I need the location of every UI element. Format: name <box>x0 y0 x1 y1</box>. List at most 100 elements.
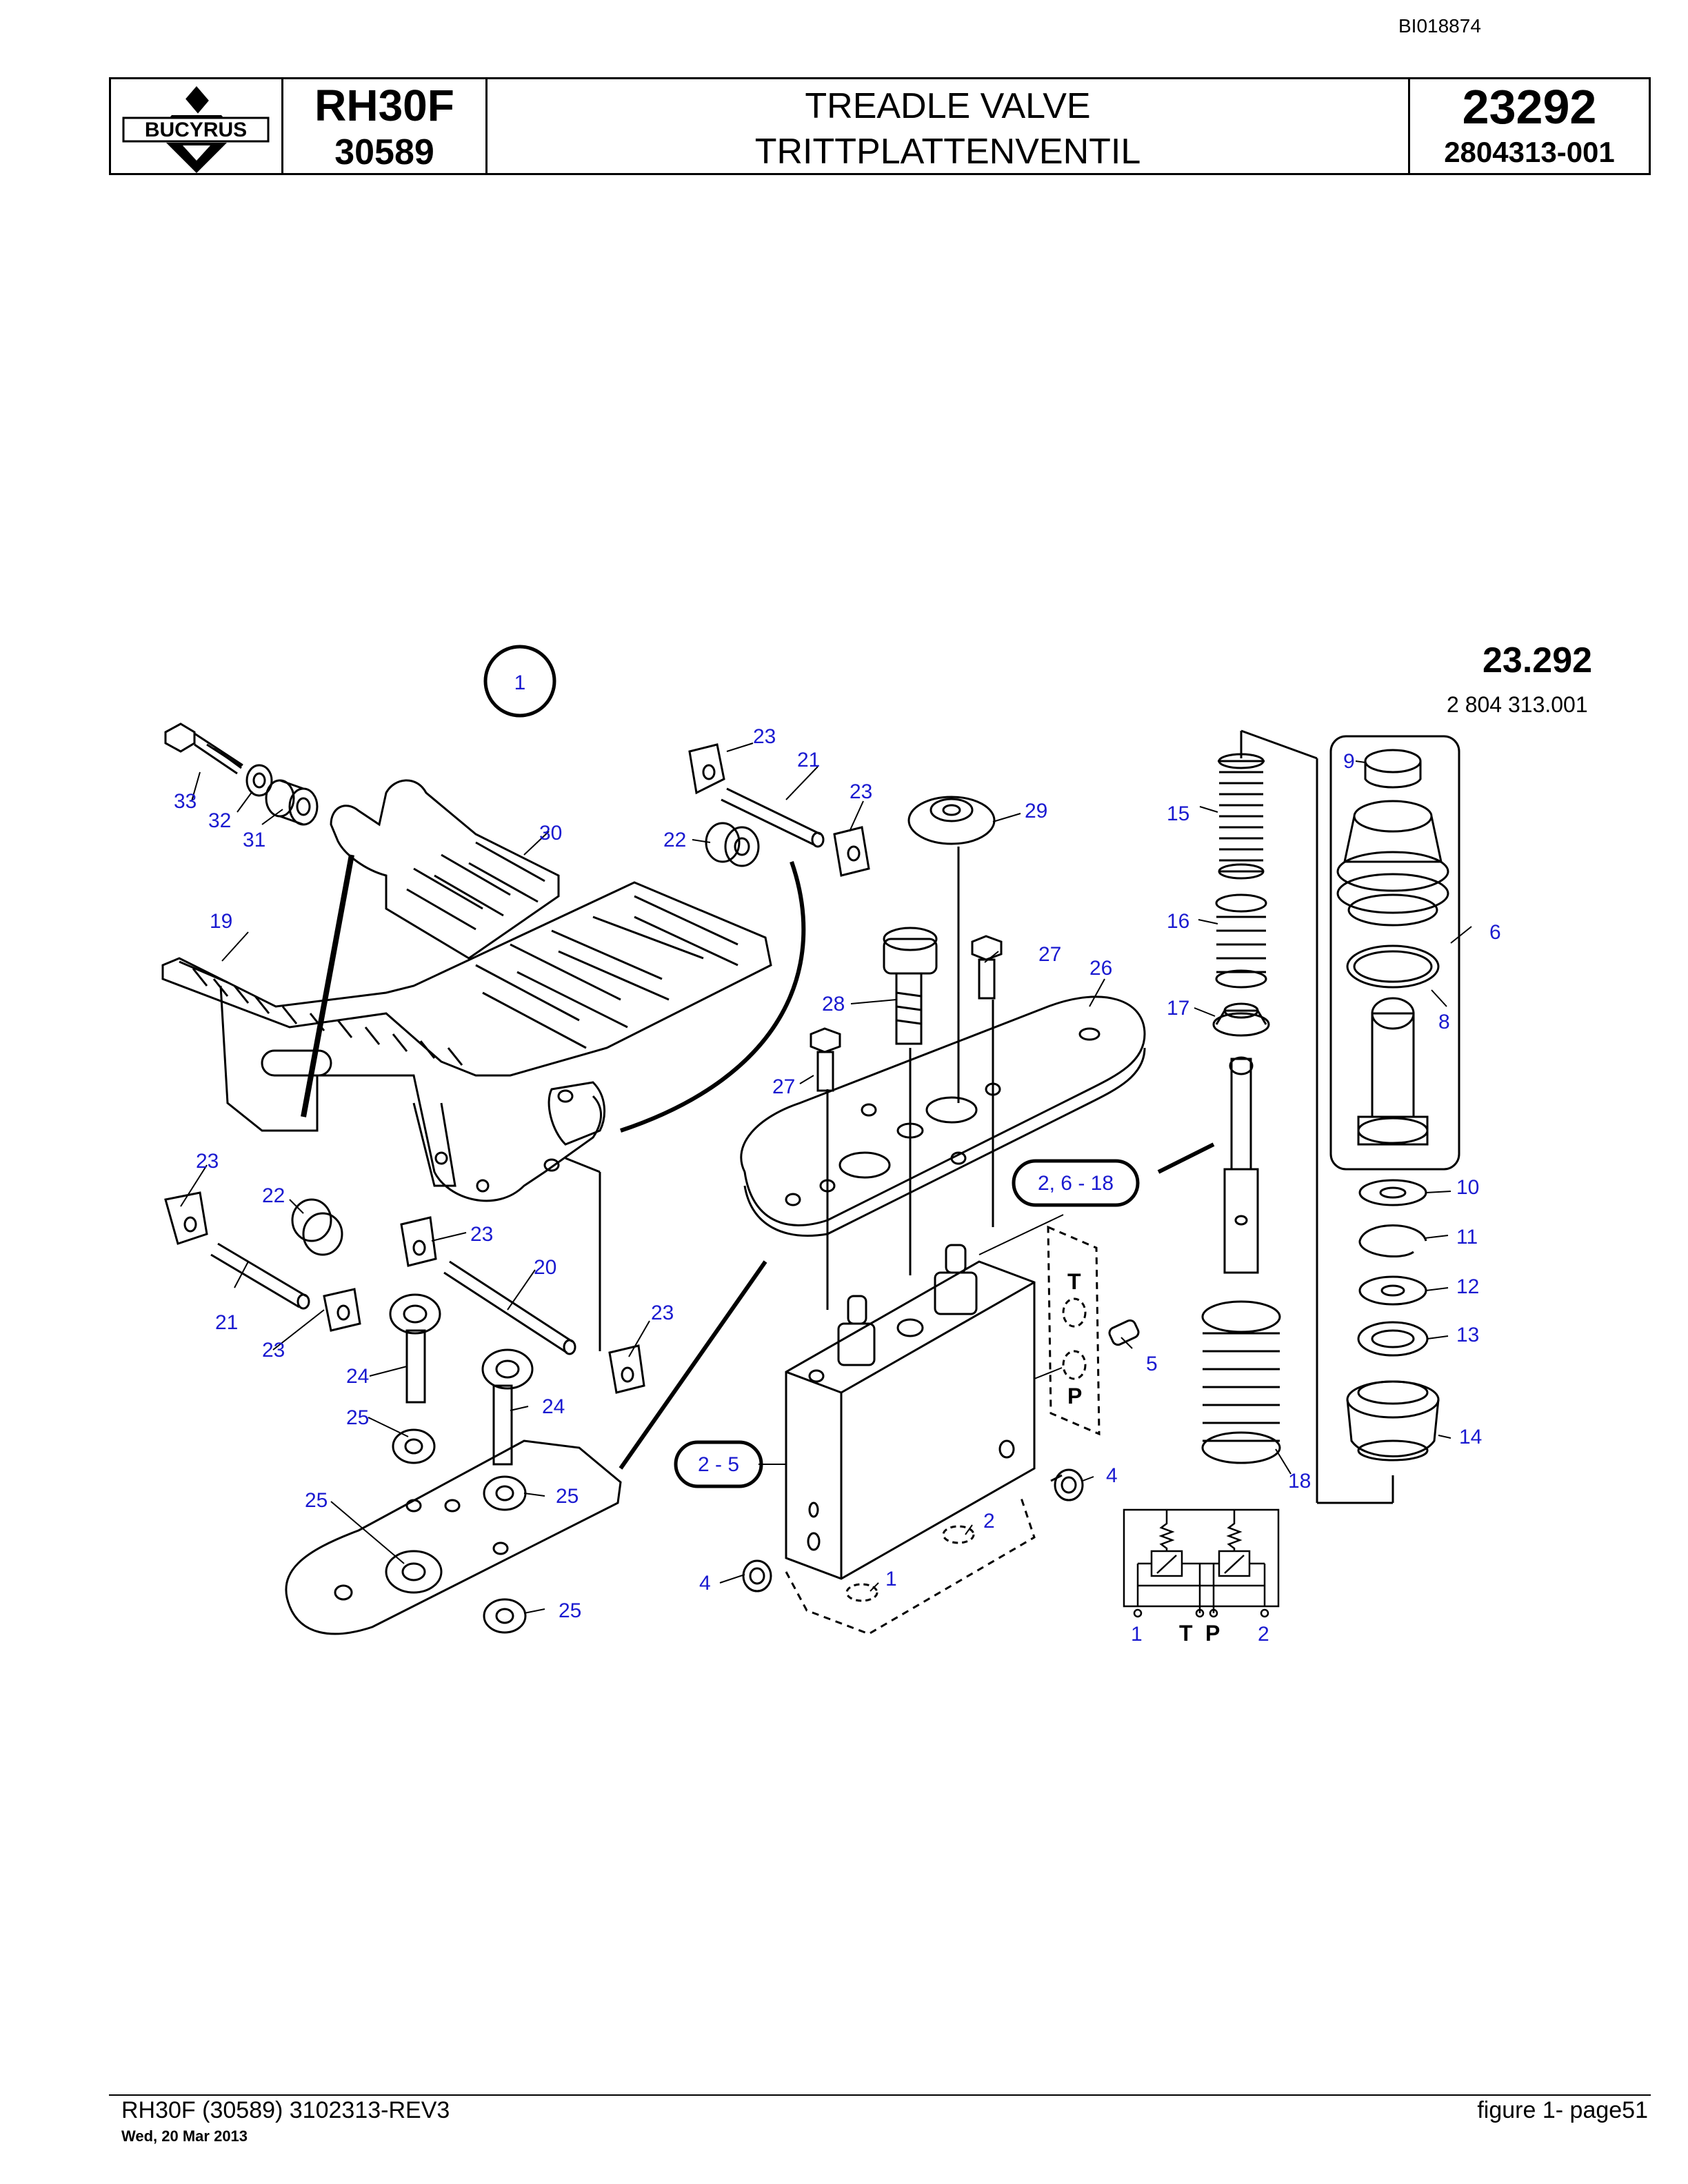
callout-29: 29 <box>1025 800 1047 822</box>
callout-17: 17 <box>1167 997 1189 1020</box>
guide-14 <box>1346 1380 1440 1462</box>
callout-23: 23 <box>196 1150 219 1173</box>
callout-2-6-18: 2, 6 - 18 <box>1038 1172 1114 1195</box>
plug-4-left <box>742 1559 772 1593</box>
figure-part-code: 2 804 313.001 <box>1447 692 1588 717</box>
piston <box>1357 997 1429 1146</box>
treadle-plate-19 <box>161 881 772 1202</box>
schematic-label-1: 1 <box>1131 1623 1143 1646</box>
logo-cell: BUCYRUS <box>111 79 283 173</box>
callout-6: 6 <box>1489 921 1501 944</box>
housing-6 <box>1336 800 1449 927</box>
callout-24: 24 <box>542 1395 565 1418</box>
part-number: 2804313-001 <box>1444 136 1615 168</box>
clip-23-c <box>400 1216 437 1267</box>
title-german: TRITTPLATTENVENTIL <box>754 132 1141 172</box>
callout-27: 27 <box>1038 943 1061 966</box>
schematic-label-t: T <box>1179 1621 1193 1646</box>
clip-23-b <box>323 1288 361 1332</box>
cover-29 <box>907 796 996 845</box>
callout-11: 11 <box>1456 1226 1478 1248</box>
callout-15: 15 <box>1167 802 1189 825</box>
callout-1: 1 <box>885 1568 897 1590</box>
callout-14: 14 <box>1459 1426 1482 1448</box>
washer-32 <box>245 764 273 797</box>
number-cell: 23292 2804313-001 <box>1410 79 1649 173</box>
view-circle <box>483 645 556 718</box>
washer-12 <box>1358 1275 1427 1306</box>
footer-date: Wed, 20 Mar 2013 <box>121 2127 248 2145</box>
seat-17 <box>1212 1002 1270 1037</box>
port-label-p: P <box>1067 1384 1082 1408</box>
spring-18 <box>1201 1300 1281 1464</box>
spring-15 <box>1218 753 1265 880</box>
callout-24: 24 <box>346 1365 369 1388</box>
callout-4: 4 <box>1106 1464 1118 1487</box>
port-label-t: T <box>1067 1269 1081 1294</box>
schematic-label-p: P <box>1205 1621 1220 1646</box>
eye-bolt-24-a <box>389 1293 441 1404</box>
figure-group-label: 23.292 <box>1483 640 1593 680</box>
pin-21-top <box>688 743 870 877</box>
callout-9: 9 <box>1343 750 1355 773</box>
model-cell: RH30F 30589 <box>283 79 488 173</box>
callout-5: 5 <box>1146 1353 1158 1375</box>
pin-21-lower <box>210 1242 310 1310</box>
callout-23: 23 <box>262 1339 285 1362</box>
view-number: 1 <box>514 671 526 694</box>
callout-25: 25 <box>559 1599 581 1622</box>
callout-23: 23 <box>651 1302 674 1324</box>
callout-2-5: 2 - 5 <box>698 1453 739 1476</box>
callout-32: 32 <box>208 809 231 832</box>
callout-2: 2 <box>983 1510 995 1533</box>
boxed-callout-2-6-18 <box>1012 1159 1140 1207</box>
callout-21: 21 <box>215 1311 238 1334</box>
valve-block <box>785 1244 1036 1580</box>
callout-10: 10 <box>1456 1176 1479 1199</box>
callout-21: 21 <box>797 749 820 771</box>
callout-25: 25 <box>556 1485 579 1508</box>
callout-23: 23 <box>850 780 872 803</box>
bucyrus-logo: BUCYRUS <box>122 86 270 173</box>
clip-23-a <box>164 1191 208 1245</box>
base-plate <box>285 1439 622 1635</box>
nut-25-c <box>483 1598 527 1634</box>
callout-8: 8 <box>1438 1011 1450 1033</box>
callout-23: 23 <box>753 725 776 748</box>
footer-document-ref: RH30F (30589) 3102313-REV3 <box>121 2097 450 2123</box>
title-english: TREADLE VALVE <box>805 86 1091 126</box>
schematic-label-2: 2 <box>1258 1623 1269 1646</box>
callout-4: 4 <box>699 1572 711 1595</box>
callout-30: 30 <box>539 822 562 845</box>
callout-31: 31 <box>243 829 265 851</box>
bolt-33 <box>164 722 243 775</box>
document-id: BI018874 <box>1398 15 1481 37</box>
callout-33: 33 <box>174 790 197 813</box>
group-number: 23292 <box>1462 80 1597 134</box>
nut-25-b <box>483 1475 527 1511</box>
serial-number: 30589 <box>334 132 434 172</box>
model-name: RH30F <box>314 81 454 130</box>
nut-25-a <box>392 1428 436 1464</box>
footer-page-ref: figure 1- page51 <box>1477 2097 1648 2123</box>
plug-4-right <box>1050 1468 1084 1502</box>
callout-22: 22 <box>262 1184 285 1207</box>
footer-rule <box>109 2094 1651 2096</box>
o-ring-8 <box>1346 944 1440 989</box>
callout-13: 13 <box>1456 1324 1479 1346</box>
screw-27-top <box>971 935 1003 1000</box>
screw-27-left <box>810 1027 841 1092</box>
bushing-31 <box>265 779 319 826</box>
bushing-22-lower <box>291 1198 343 1256</box>
title-cell: TREADLE VALVE TRITTPLATTENVENTIL <box>488 79 1410 173</box>
washer-10 <box>1358 1179 1427 1206</box>
heel-plate-30 <box>330 779 560 960</box>
washer-13 <box>1357 1321 1429 1357</box>
pin-20 <box>443 1260 576 1355</box>
screw-28 <box>883 927 938 1045</box>
circlip-11 <box>1358 1224 1427 1257</box>
callout-19: 19 <box>210 910 232 933</box>
hydraulic-schematic <box>1123 1508 1280 1618</box>
mounting-plate-26 <box>740 995 1146 1237</box>
